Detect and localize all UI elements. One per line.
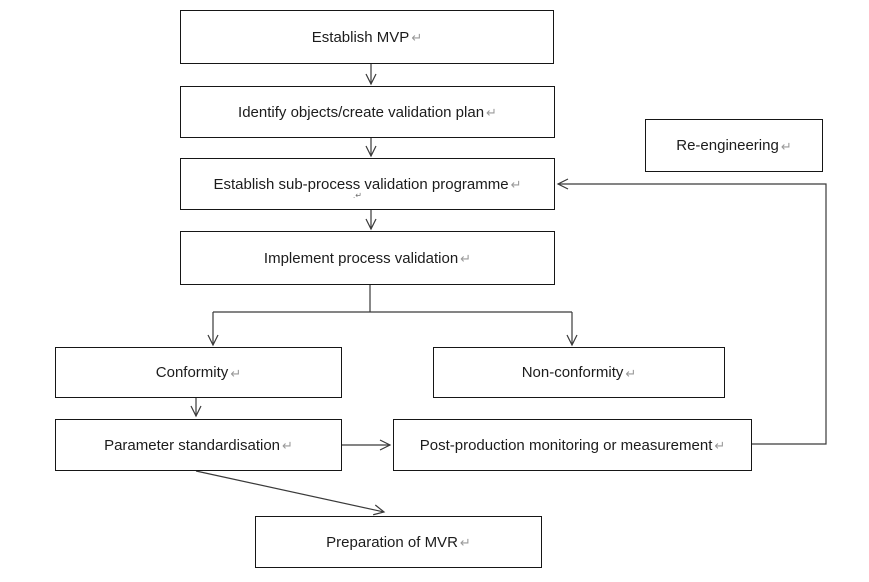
paragraph-mark: ↵ — [411, 30, 423, 45]
node-non-conformity-label: Non-conformity — [521, 364, 624, 381]
node-establish-mvp: Establish MVP↵ — [180, 10, 554, 64]
empty-paragraph-mark: .↵ — [353, 191, 362, 200]
node-conformity-label: Conformity — [155, 364, 229, 381]
paragraph-mark: ↵ — [510, 177, 522, 192]
node-preparation-mvr-label: Preparation of MVR — [326, 533, 458, 551]
node-establish-subprocess-label: Establish sub-process validation program… — [213, 175, 509, 193]
node-identify-objects: Identify objects/create validation plan↵ — [180, 86, 555, 138]
arrow-feedback-to-subprocess — [556, 178, 827, 445]
node-re-engineering-label: Re-engineering — [676, 137, 779, 154]
paragraph-mark: ↵ — [282, 438, 293, 453]
node-establish-subprocess: Establish sub-process validation program… — [180, 158, 555, 210]
node-re-engineering: Re-engineering↵ — [645, 119, 823, 172]
paragraph-mark: ↵ — [230, 365, 242, 381]
node-conformity: Conformity↵ — [55, 347, 342, 398]
node-parameter-standardisation-label: Parameter standardisation — [104, 436, 281, 454]
node-non-conformity: Non-conformity↵ — [433, 347, 725, 398]
node-preparation-mvr: Preparation of MVR↵ — [255, 516, 542, 568]
paragraph-mark: ↵ — [459, 535, 471, 550]
paragraph-mark: ↵ — [625, 365, 637, 381]
node-identify-objects-label: Identify objects/create validation plan — [238, 103, 485, 121]
arrow-parameter-to-preparation-mvr — [195, 470, 386, 516]
node-parameter-standardisation: Parameter standardisation↵ — [55, 419, 342, 471]
node-establish-mvp-label: Establish MVP — [311, 28, 410, 46]
paragraph-mark: ↵ — [460, 251, 472, 266]
node-post-production-label: Post-production monitoring or measuremen… — [419, 436, 713, 454]
paragraph-mark: ↵ — [714, 438, 726, 453]
node-implement-validation: Implement process validation↵ — [180, 231, 555, 285]
paragraph-mark: ↵ — [486, 105, 497, 120]
node-implement-validation-label: Implement process validation — [263, 249, 459, 267]
node-post-production: Post-production monitoring or measuremen… — [393, 419, 752, 471]
paragraph-mark: ↵ — [780, 138, 792, 154]
